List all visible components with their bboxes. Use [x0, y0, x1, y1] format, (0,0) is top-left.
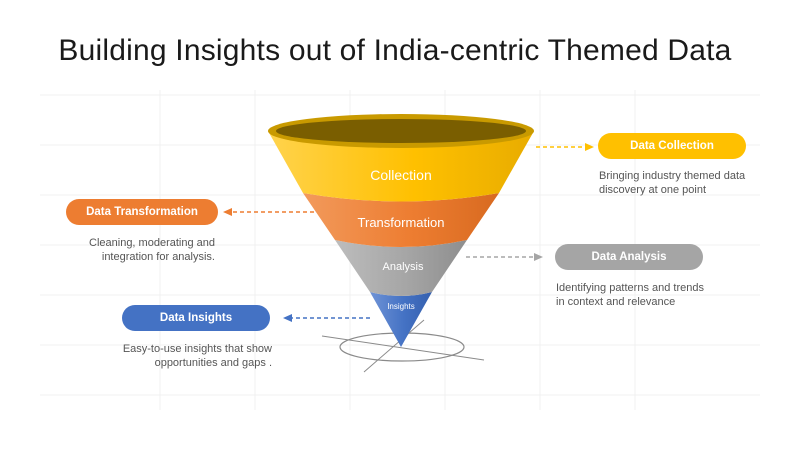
funnel-layer-analysis: [335, 240, 467, 296]
desc-line: in context and relevance: [556, 296, 676, 308]
stage-pill-data-analysis: Data Analysis: [555, 244, 703, 270]
stage-pill-data-collection: Data Collection: [598, 133, 746, 159]
ground-line: [363, 319, 425, 373]
desc-line: integration for analysis.: [101, 251, 215, 263]
desc-line: Cleaning, moderating and: [89, 237, 215, 249]
stage-title: Data Transformation: [86, 206, 198, 218]
stage-pill-data-transformation: Data Transformation: [66, 199, 218, 225]
funnel-label-transformation: Transformation: [358, 215, 445, 230]
connector-insights: [283, 314, 370, 322]
stage-desc-data-collection: Bringing industry themed data discovery …: [599, 169, 789, 197]
desc-line: Easy-to-use insights that show: [122, 343, 272, 355]
funnel-layer-collection: [268, 131, 534, 202]
funnel-opening: [276, 119, 526, 143]
stage-pill-data-insights: Data Insights: [122, 305, 270, 331]
stage-title: Data Collection: [630, 140, 714, 152]
funnel-layer-insights: [370, 292, 432, 347]
connector-transformation: [223, 208, 314, 216]
desc-line: opportunities and gaps .: [154, 357, 272, 369]
desc-line: discovery at one point: [599, 184, 707, 196]
stage-desc-data-analysis: Identifying patterns and trends in conte…: [556, 281, 756, 309]
funnel-label-collection: Collection: [370, 167, 431, 183]
connector-collection: [536, 143, 594, 151]
stage-title: Data Analysis: [591, 251, 667, 263]
stage-desc-data-insights: Easy-to-use insights that show opportuni…: [60, 342, 272, 370]
stage-title: Data Insights: [159, 312, 233, 324]
page-title: Building Insights out of India-centric T…: [58, 34, 732, 67]
funnel-label-insights: Insights: [387, 302, 415, 311]
desc-line: Bringing industry themed data: [599, 170, 746, 182]
desc-line: Identifying patterns and trends: [556, 282, 704, 294]
funnel-layer-transformation: [303, 193, 499, 247]
funnel-label-analysis: Analysis: [383, 261, 424, 273]
ground-line: [321, 335, 485, 361]
connector-analysis: [466, 253, 543, 261]
stage-desc-data-transformation: Cleaning, moderating and integration for…: [40, 236, 215, 264]
